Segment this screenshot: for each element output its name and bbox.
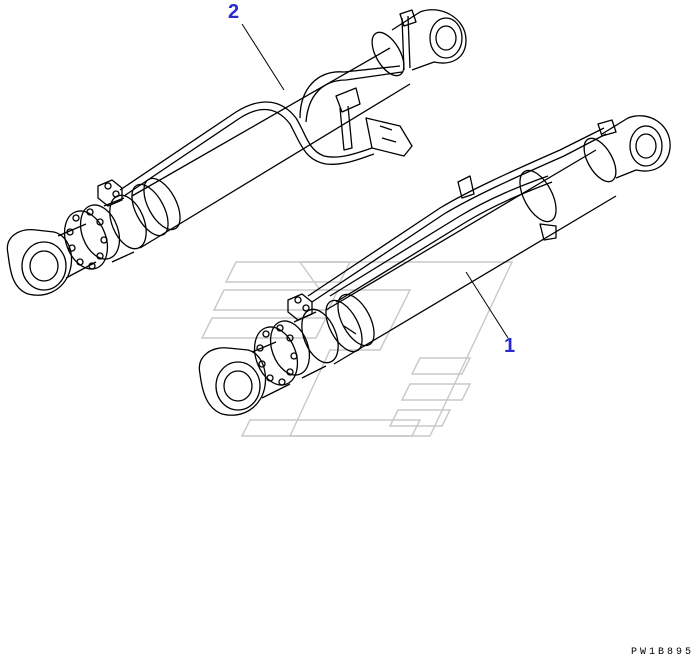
cylinder-2-head (63, 179, 147, 270)
callout-label-1: 1 (504, 335, 516, 357)
cylinder-2-barrel (131, 31, 411, 249)
cylinder-1-rod-eye (198, 347, 267, 416)
callout-label-2: 2 (228, 1, 240, 23)
cylinder-2-rod-eye (6, 229, 73, 296)
hydraulic-cylinder-2 (6, 9, 467, 296)
cylinder-2-pipe (119, 15, 413, 197)
cylinder-1-pipe (307, 127, 607, 335)
cylinder-1-head (253, 293, 339, 386)
drawing-code: PW1B895 (630, 647, 694, 658)
leader-line-1 (465, 271, 509, 339)
cylinder-1-cap-eye (597, 115, 671, 179)
cylinder-1-barrel (325, 137, 617, 365)
cylinder-2-head-bolts (66, 208, 108, 270)
hydraulic-cylinder-1 (198, 115, 671, 416)
leader-lines (241, 23, 509, 339)
cylinder-1-head-bolts (256, 324, 298, 386)
leader-line-2 (241, 23, 285, 91)
watermark-logo (200, 261, 514, 437)
